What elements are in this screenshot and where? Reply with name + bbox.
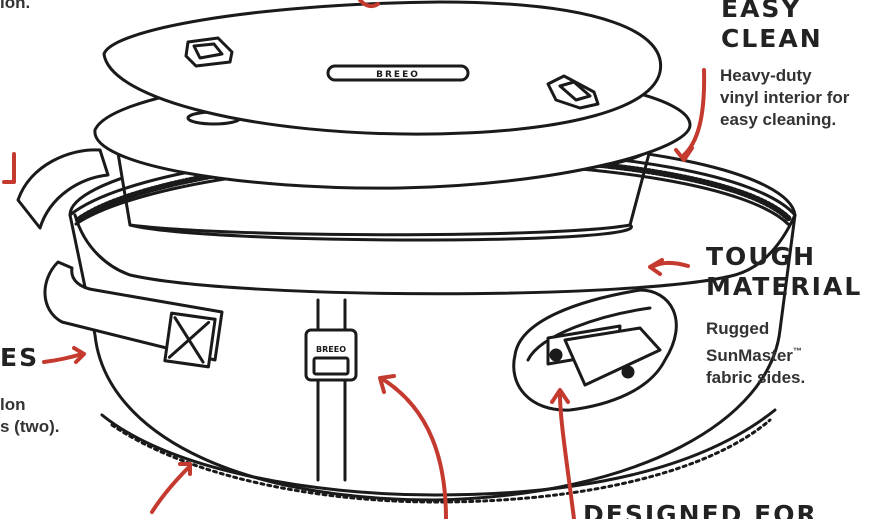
brand-tag: BREEO bbox=[376, 70, 420, 80]
handles-body: lon s (two). bbox=[0, 394, 60, 438]
handles-body-line: s (two). bbox=[0, 417, 60, 436]
tough-material-title-line: TOUGH bbox=[706, 242, 817, 271]
trademark-symbol: ™ bbox=[792, 346, 802, 356]
tough-material-body-line: Rugged bbox=[706, 319, 770, 338]
lid-handle-right-icon bbox=[546, 74, 600, 110]
tough-material-title: TOUGH MATERIAL bbox=[706, 242, 862, 302]
arrow-bottom-left bbox=[150, 464, 192, 514]
easy-clean-title-line: CLEAN bbox=[721, 24, 823, 53]
easy-clean-body-line: Heavy-duty bbox=[720, 66, 812, 85]
easy-clean-body-line: vinyl interior for bbox=[720, 88, 850, 107]
easy-clean-title: EASY CLEAN bbox=[721, 0, 823, 54]
arrow-easy-clean bbox=[682, 68, 707, 157]
annotation-arrows bbox=[2, 0, 707, 519]
arrow-top bbox=[358, 0, 380, 9]
buckle-icon bbox=[304, 328, 358, 382]
easy-clean-body: Heavy-duty vinyl interior for easy clean… bbox=[720, 65, 849, 131]
tough-material-body: Rugged SunMaster™ fabric sides. bbox=[706, 318, 805, 389]
easy-clean-title-line: EASY bbox=[721, 0, 802, 23]
arrow-strap bbox=[382, 378, 448, 519]
left-strap bbox=[16, 148, 110, 230]
arrow-handles bbox=[42, 352, 84, 364]
partial-top-left-text: ion. bbox=[0, 0, 31, 12]
handles-body-line: lon bbox=[0, 395, 26, 414]
arrow-left-partial bbox=[2, 152, 16, 184]
tough-material-body-line: fabric sides. bbox=[706, 368, 806, 387]
handles-title-partial: ES bbox=[0, 343, 40, 372]
easy-clean-body-line: easy cleaning. bbox=[720, 110, 837, 129]
lid-brand-plate bbox=[326, 64, 470, 82]
arrow-side-handle bbox=[558, 393, 576, 519]
lid-handle-left-icon bbox=[184, 36, 234, 68]
strap-tag: BREEO bbox=[316, 345, 346, 354]
tough-material-fabric-name: SunMaster bbox=[706, 346, 793, 365]
tough-material-body-line: SunMaster™ bbox=[706, 340, 805, 367]
tough-material-title-line: MATERIAL bbox=[706, 272, 863, 301]
designed-for-title: DESIGNED FOR bbox=[583, 500, 818, 519]
